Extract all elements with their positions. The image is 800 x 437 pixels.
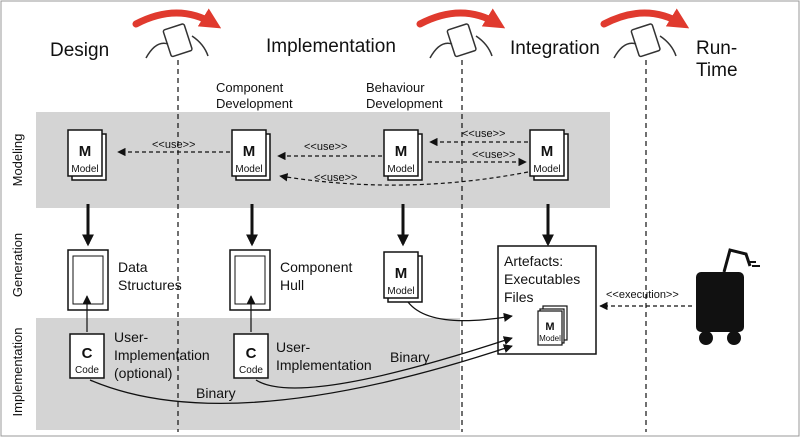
artefacts-label-line3: Files [504, 289, 534, 305]
component-hull-label-line1: Component [280, 259, 352, 275]
model-icon-artefact: M Model [537, 305, 568, 346]
use-label-2: <<use>> [304, 141, 347, 153]
model-to-artefacts-arrow [407, 301, 513, 322]
model-caption: Model [387, 164, 414, 175]
model-glyph: M [395, 265, 408, 282]
model-caption: Model [71, 164, 98, 175]
model-glyph: M [395, 143, 408, 160]
use-label-1: <<use>> [152, 139, 195, 151]
code-icon-design: C Code [69, 333, 105, 379]
phase-title-integration: Integration [510, 38, 600, 59]
use-arrow-integration-to-component [279, 171, 529, 186]
robot-icon [696, 248, 760, 345]
model-glyph: M [545, 321, 554, 333]
transition-icon-design [132, 8, 222, 59]
user-impl-label-line1: User- [114, 329, 149, 345]
model-icon-design: M Model [67, 129, 107, 181]
component-binary-arrow [255, 336, 513, 389]
model-icon-integration: M Model [529, 129, 569, 181]
code-caption: Code [239, 365, 263, 376]
transition-icon-implementation [416, 8, 506, 59]
phase-title-runtime-line1: Run- [696, 38, 737, 59]
user-impl-label-line3: (optional) [114, 365, 172, 381]
user-impl-label-line2: Implementation [114, 347, 210, 363]
user-impl2-label-line2: Implementation [276, 357, 372, 373]
data-structures-inner [72, 255, 104, 305]
binary-label-component: Binary [390, 349, 430, 365]
model-icon-behaviour: M Model [383, 129, 423, 181]
design-binary-arrow [89, 344, 513, 405]
model-caption: Model [387, 286, 414, 297]
modeling-band [36, 112, 610, 208]
model-glyph: M [79, 143, 92, 160]
model-glyph: M [541, 143, 554, 160]
phase-title-design: Design [50, 40, 109, 61]
model-icon-component: M Model [231, 129, 271, 181]
use-label-5: <<use>> [472, 149, 515, 161]
model-caption: Model [235, 164, 262, 175]
data-structures-label-line2: Structures [118, 277, 182, 293]
row-label-generation: Generation [10, 233, 25, 297]
code-caption: Code [75, 365, 99, 376]
row-label-implementation: Implementation [10, 328, 25, 417]
use-label-3: <<use>> [314, 172, 357, 184]
subphase-behaviour-line1: Behaviour [366, 80, 425, 95]
use-label-4: <<use>> [462, 128, 505, 140]
row-label-modeling: Modeling [10, 134, 25, 187]
user-impl2-label-line1: User- [276, 339, 311, 355]
data-structures-label-line1: Data [118, 259, 148, 275]
subphase-behaviour-line2: Development [366, 96, 443, 111]
component-hull-inner [234, 255, 266, 305]
phase-title-implementation: Implementation [266, 36, 396, 57]
component-hull-label-line2: Hull [280, 277, 304, 293]
transition-icon-integration [600, 8, 690, 59]
model-caption: Model [539, 334, 561, 343]
code-icon-component: C Code [233, 333, 269, 379]
code-glyph: C [246, 345, 257, 362]
execution-label: <<execution>> [606, 289, 679, 301]
subphase-component-line1: Component [216, 80, 284, 95]
code-glyph: C [82, 345, 93, 362]
binary-label-design: Binary [196, 385, 236, 401]
artefacts-label-line1: Artefacts: [504, 253, 563, 269]
model-icon-generated: M Model [383, 251, 423, 303]
model-glyph: M [243, 143, 256, 160]
subphase-component-line2: Development [216, 96, 293, 111]
model-caption: Model [533, 164, 560, 175]
artefacts-label-line2: Executables [504, 271, 580, 287]
phase-title-runtime-line2: Time [696, 60, 738, 81]
